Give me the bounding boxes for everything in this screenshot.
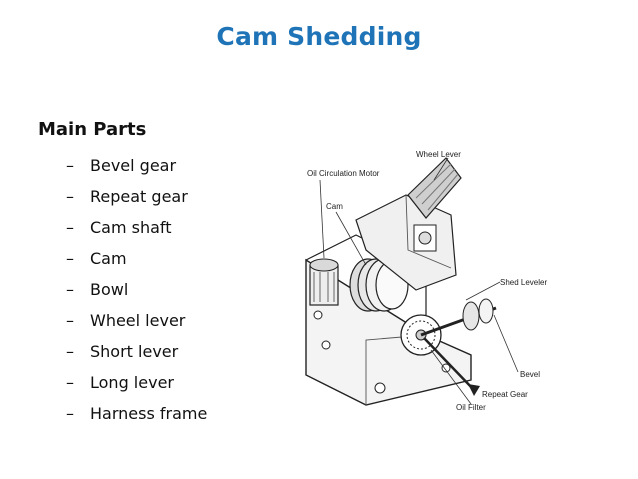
machine-illustration <box>305 157 519 406</box>
list-item: –Wheel lever <box>66 305 207 336</box>
part-label: Short lever <box>90 342 179 361</box>
part-label: Bowl <box>90 280 129 299</box>
part-label: Wheel lever <box>90 311 186 330</box>
wheel-lever-label: Wheel Lever <box>416 150 461 159</box>
main-parts-heading: Main Parts <box>38 119 147 140</box>
list-item: –Long lever <box>66 367 207 398</box>
oil-motor-label: Oil Circulation Motor <box>307 169 380 178</box>
bullet-dash: – <box>66 218 74 237</box>
part-label: Long lever <box>90 373 174 392</box>
list-item: –Cam <box>66 243 207 274</box>
part-label: Cam <box>90 249 127 268</box>
bullet-dash: – <box>66 311 74 330</box>
bullet-dash: – <box>66 280 74 299</box>
bullet-dash: – <box>66 156 74 175</box>
list-item: –Harness frame <box>66 398 207 429</box>
part-label: Harness frame <box>90 404 208 423</box>
list-item: –Bevel gear <box>66 150 207 181</box>
cam-shedding-diagram: Oil Circulation Motor Wheel Lever Cam Sh… <box>296 140 548 430</box>
bullet-dash: – <box>66 249 74 268</box>
bullet-dash: – <box>66 187 74 206</box>
cam-label: Cam <box>326 202 343 211</box>
list-item: –Short lever <box>66 336 207 367</box>
part-label: Repeat gear <box>90 187 188 206</box>
bullet-dash: – <box>66 373 74 392</box>
part-label: Bevel gear <box>90 156 177 175</box>
repeat-gear-label: Repeat Gear <box>482 390 528 399</box>
list-item: –Repeat gear <box>66 181 207 212</box>
shed-leveler-label: Shed Leveler <box>500 278 548 287</box>
slide-title: Cam Shedding <box>216 22 422 51</box>
list-item: –Bowl <box>66 274 207 305</box>
list-item: –Cam shaft <box>66 212 207 243</box>
bullet-dash: – <box>66 404 74 423</box>
parts-list: –Bevel gear –Repeat gear –Cam shaft –Cam… <box>66 150 207 429</box>
bevel-label: Bevel <box>520 370 541 379</box>
bullet-dash: – <box>66 342 74 361</box>
oil-filter-label: Oil Filter <box>456 403 486 412</box>
part-label: Cam shaft <box>90 218 172 237</box>
